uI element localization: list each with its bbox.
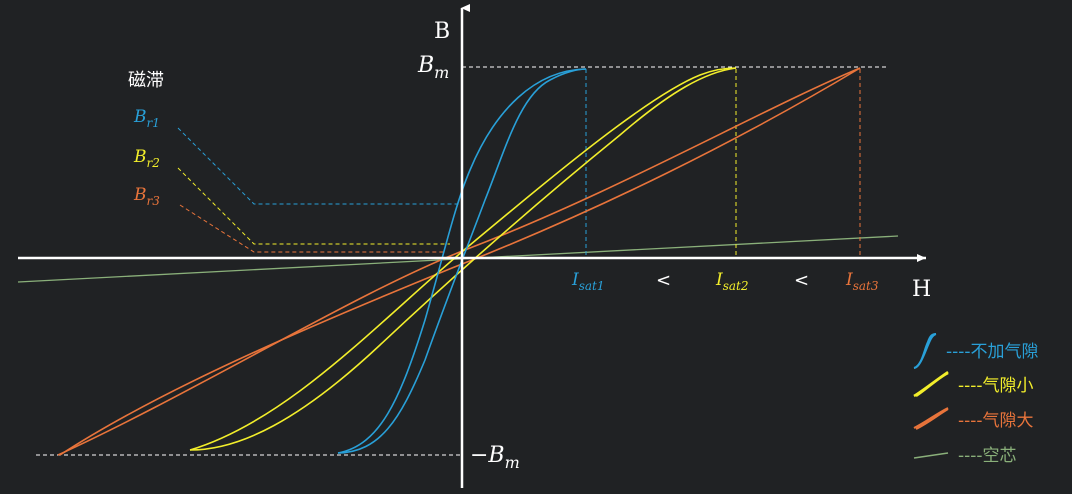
y-axis-label: B <box>434 19 450 44</box>
less-than-2: < <box>794 270 809 291</box>
legend: ----不加气隙 ----气隙小 ----气隙大 ----空芯 <box>913 333 1039 466</box>
x-axis-label: H <box>912 277 931 302</box>
legend-item-no-gap: ----不加气隙 <box>913 333 1039 369</box>
br3-label: Br3 <box>133 185 160 208</box>
bm-bottom-label: −Bm <box>470 443 520 472</box>
remanence-title: 磁滞 <box>128 70 164 91</box>
br1-label: Br1 <box>133 107 160 130</box>
no-gap-loop <box>337 68 587 454</box>
narrow-loop-icon <box>913 370 949 398</box>
guide-lines <box>36 66 886 456</box>
less-than-1: < <box>656 270 671 291</box>
svg-text:----气隙小: ----气隙小 <box>958 376 1034 396</box>
line-icon <box>913 452 949 459</box>
isat2-label: Isat2 <box>715 270 749 293</box>
legend-item-air-core: ----空芯 <box>913 446 1017 466</box>
svg-text:----空芯: ----空芯 <box>958 446 1017 466</box>
legend-item-large-gap: ----气隙大 <box>913 407 1034 431</box>
small-gap-loop <box>189 67 737 451</box>
legend-item-small-gap: ----气隙小 <box>913 370 1034 398</box>
s-loop-icon <box>913 333 937 369</box>
isat1-label: Isat1 <box>571 270 605 293</box>
large-gap-loop <box>57 67 861 456</box>
svg-text:----不加气隙: ----不加气隙 <box>946 342 1039 362</box>
isat3-label: Isat3 <box>845 270 879 293</box>
br2-label: Br2 <box>133 147 160 170</box>
svg-text:----气隙大: ----气隙大 <box>958 411 1034 431</box>
bm-top-label: Bm <box>417 53 449 82</box>
wide-loop-icon <box>913 407 949 430</box>
